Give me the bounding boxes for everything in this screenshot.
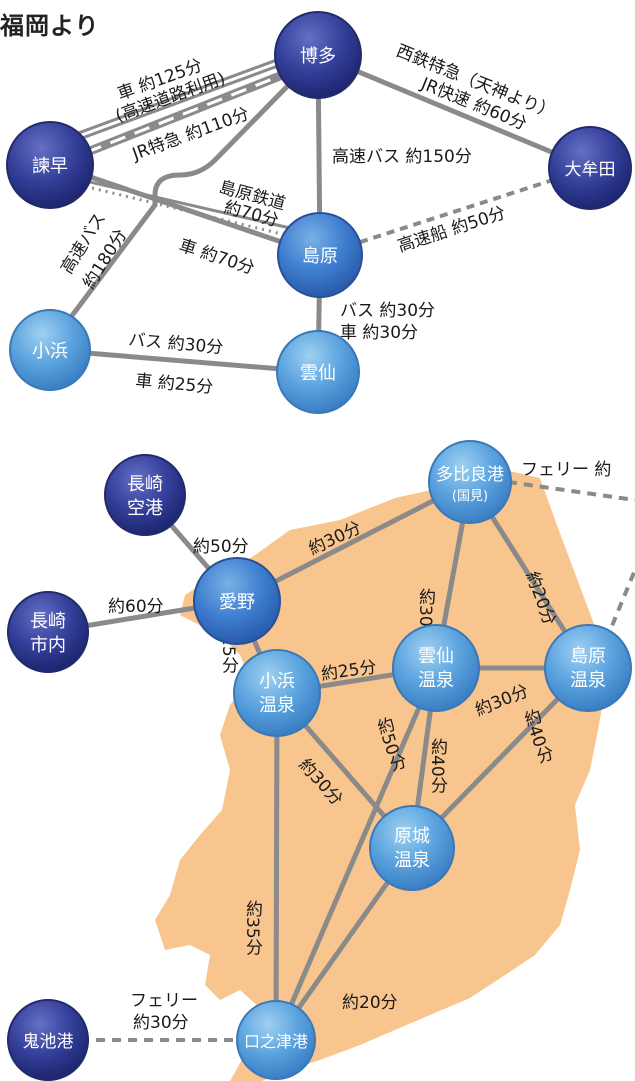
node-shimabara-onsen-line1: 島原 [570, 646, 606, 667]
route-obama-unzen [49, 347, 319, 375]
route-highway-bus-hakata-obama [48, 53, 320, 347]
label-city-aino: 約60分 [108, 597, 164, 617]
node-obama[interactable]: 小浜 [9, 309, 91, 391]
route-shimabara-railway-ties [91, 186, 291, 238]
label-harajo-kuchinotsu: 約20分 [342, 993, 398, 1013]
node-aino-label: 愛野 [219, 592, 255, 613]
node-omuta[interactable]: 大牟田 [548, 126, 632, 210]
label-bus-hakata-shimabara: 高速バス 約150分 [332, 147, 472, 167]
node-shimabara-label: 島原 [302, 246, 338, 267]
map-title: 福岡より [0, 12, 100, 40]
label-bus-shimabara-unzen: バス 約30分 [340, 301, 435, 321]
node-onigaike-label: 鬼池港 [23, 1032, 74, 1052]
label-car-shimabara-unzen: 車 約30分 [340, 323, 418, 343]
label-car-obama-unzen: 車 約25分 [135, 371, 214, 398]
label-ferry-onigaike-1: フェリー [130, 991, 198, 1011]
node-nagasaki-city-line1: 長崎 [30, 611, 66, 632]
node-nagasaki-city-line2: 市内 [30, 635, 66, 656]
node-shimabara-onsen-line2: 温泉 [570, 670, 606, 691]
node-hakata-label: 博多 [300, 46, 336, 67]
label-bus-obama-unzen: バス 約30分 [128, 330, 224, 358]
node-aino[interactable]: 愛野 [193, 557, 281, 645]
label-unzen-harajo: 約40分 [427, 738, 448, 794]
node-nagasaki-airport-line1: 長崎 [127, 474, 163, 495]
node-harajo-onsen-line1: 原城 [394, 826, 430, 847]
top-diagram: 車 約125分 (高速道路利用) JR特急 約110分 西鉄特急（天神より） J… [6, 11, 632, 414]
node-unzen-onsen-line1: 雲仙 [418, 646, 454, 667]
node-unzen-onsen[interactable]: 雲仙 温泉 [392, 624, 480, 712]
node-kuchinotsu-label: 口之津港 [244, 1032, 308, 1051]
route-car-isahaya-shimabara [54, 162, 321, 258]
node-obama-label: 小浜 [32, 341, 68, 362]
node-nagasaki-city[interactable]: 長崎 市内 [7, 591, 89, 673]
node-unzen-onsen-line2: 温泉 [418, 670, 454, 691]
node-isahaya[interactable]: 諫早 [6, 121, 94, 209]
node-kuchinotsu-port[interactable]: 口之津港 [236, 1000, 316, 1080]
node-unzen-label: 雲仙 [300, 363, 336, 384]
bottom-map: 約50分 約60分 約30分 フェリー 約 約20分 約30分 約25分 約30… [7, 440, 635, 1081]
route-shimabara-railway [89, 180, 291, 230]
node-omuta-label: 大牟田 [565, 160, 616, 180]
node-obama-onsen-line1: 小浜 [259, 671, 295, 692]
route-unzen-kuchinotsu [273, 667, 439, 1041]
label-airport-aino: 約50分 [193, 537, 249, 557]
node-obama-onsen-line2: 温泉 [259, 695, 295, 716]
node-obama-onsen[interactable]: 小浜 温泉 [233, 649, 321, 737]
node-unzen[interactable]: 雲仙 [276, 330, 360, 414]
route-ferry-shimabara-omuta [319, 166, 591, 257]
node-harajo-onsen-line2: 温泉 [394, 850, 430, 871]
label-obama-kuchinotsu: 約35分 [242, 900, 263, 956]
label-ferry-onigaike-2: 約30分 [133, 1013, 189, 1033]
node-shimabara-onsen[interactable]: 島原 温泉 [544, 624, 632, 712]
node-nagasaki-airport[interactable]: 長崎 空港 [104, 454, 186, 536]
label-ferry-omuta: 高速船 約50分 [395, 203, 508, 257]
route-hakata-omuta [317, 52, 591, 171]
label-car-isahaya-shimabara: 車 約70分 [176, 236, 256, 279]
label-ferry-taira: フェリー 約 [521, 460, 611, 480]
node-shimabara[interactable]: 島原 [277, 212, 363, 298]
node-nagasaki-airport-line2: 空港 [127, 498, 163, 519]
node-hakata[interactable]: 博多 [274, 11, 362, 99]
node-taira-label: 多比良港 [436, 465, 504, 485]
route-obama-kuchinotsu [273, 692, 280, 1041]
node-onigaike-port[interactable]: 鬼池港 [7, 999, 89, 1081]
route-ferry-taira [507, 480, 635, 502]
node-isahaya-label: 諫早 [32, 156, 68, 177]
node-harajo-onsen[interactable]: 原城 温泉 [369, 805, 455, 891]
node-taira-port[interactable]: 多比良港 (国見) [428, 440, 512, 524]
route-car-hakata-isahaya-inner [59, 60, 281, 145]
route-jr-hakata-isahaya-dash [61, 72, 286, 164]
node-taira-sub: (国見) [452, 489, 488, 504]
